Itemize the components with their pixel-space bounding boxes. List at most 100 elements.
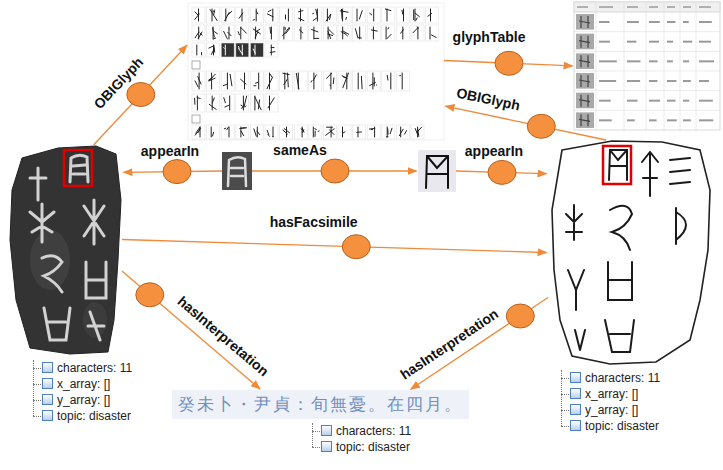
glyph-stroke [241,96,247,110]
table-cell-mark [599,41,610,43]
table-cell-mark [599,60,617,62]
table-glyph-image [576,93,594,109]
property-item: x_array: [] [570,386,660,402]
glyph-stroke [328,27,334,39]
glyph-cell [207,94,220,112]
relation-label: OBIGlyph [91,54,147,112]
glyph-stroke [311,73,316,89]
glyph-stroke [211,127,213,137]
glyph-cell [396,7,409,23]
glyph-stroke [224,27,231,39]
relation-label: glyphTable [453,29,526,45]
table-cell-mark [599,100,611,102]
table-cell-mark [627,41,636,43]
glyph-cell [323,25,336,41]
glyph-cell [221,94,234,112]
glyph-cell [309,125,322,139]
glyph-stroke [401,27,404,39]
glyph-stroke [209,96,216,110]
glyph-cell [250,94,263,112]
glyph-stroke [254,127,260,137]
table-cell-mark [667,21,675,23]
glyph-stroke [414,9,420,21]
table-rule [596,2,597,130]
glyph-stroke [413,27,419,39]
data-table [574,2,720,130]
glyph-stroke [224,127,229,137]
property-icon [42,410,53,421]
glyph-cell [338,25,351,41]
property-item: y_array: [] [570,402,660,418]
table-cell-mark [667,119,677,121]
table-cell-mark [699,60,714,62]
glyph-cell [221,71,234,91]
property-item: topic: disaster [42,408,132,424]
table-glyph-image [576,73,594,89]
table-cell-mark [627,21,639,23]
table-cell-mark [649,80,657,82]
relation-marker [488,160,516,184]
glyph-cell [353,125,366,139]
glyph-stroke [385,9,391,21]
relation-marker [506,304,534,328]
rubbing-glyph-image [222,152,252,190]
table-glyph-stroke [579,114,590,126]
glyph-stroke [253,45,255,55]
rubbing-glyphs [30,155,106,340]
table-cell-mark [699,21,712,23]
rubbing-image: characters: 11x_array: []y_array: []topi… [8,145,122,355]
table-rule [574,51,720,52]
rubbing-texture [83,302,107,338]
facsimile-glyph-ground [418,150,456,192]
property-item: y_array: [] [42,392,132,408]
property-text: x_array: [] [585,387,638,401]
glyph-stroke [195,127,200,137]
glyph-cell [236,71,249,91]
glyph-stroke [299,9,304,21]
glyph-stroke [254,73,259,89]
glyph-stroke [283,127,290,137]
glyph-cell [382,25,395,41]
table-glyph-image [576,14,594,30]
table-cell-mark [627,80,640,82]
property-item: x_array: [] [42,376,132,392]
table-rule [664,2,665,130]
glyph-table-ground [188,3,444,140]
property-item: characters: 11 [570,370,660,386]
property-icon [321,425,332,436]
rubbing-glyph-ground [222,152,252,190]
glyph-cell [265,94,278,112]
relation-label: sameAs [273,142,327,158]
facsimile-glyphs [566,150,690,352]
property-text: topic: disaster [57,409,131,423]
glyph-stroke [387,73,391,89]
table-cell-mark [699,100,713,102]
relation-arrow [411,298,548,390]
property-icon [570,420,581,431]
glyph-stroke [370,73,377,89]
table-cell-mark [683,60,689,62]
table-rule [624,2,625,130]
glyph-stroke [223,73,232,89]
table-rule [574,71,720,72]
glyph-cell [250,43,263,57]
glyph-cell [221,125,234,139]
table-cell-mark [683,41,692,43]
glyph-stroke [428,9,432,21]
glyph-cell [221,7,234,23]
glyph-stroke [241,73,247,89]
glyph-cell [192,94,205,112]
glyph-cell [323,125,336,139]
table-cell-mark [599,119,612,121]
glyph-cell [265,25,278,41]
table-rule [646,2,647,130]
glyph-stroke [430,27,436,39]
facsimile-bone [552,141,710,364]
table-rule [574,31,720,32]
glyph-stroke [327,73,334,89]
glyph-stroke [301,127,304,137]
table-cell-mark [649,119,657,121]
facsimile-glyph [426,156,448,188]
table-cell-mark [599,21,610,23]
table-cell-mark [649,6,658,8]
